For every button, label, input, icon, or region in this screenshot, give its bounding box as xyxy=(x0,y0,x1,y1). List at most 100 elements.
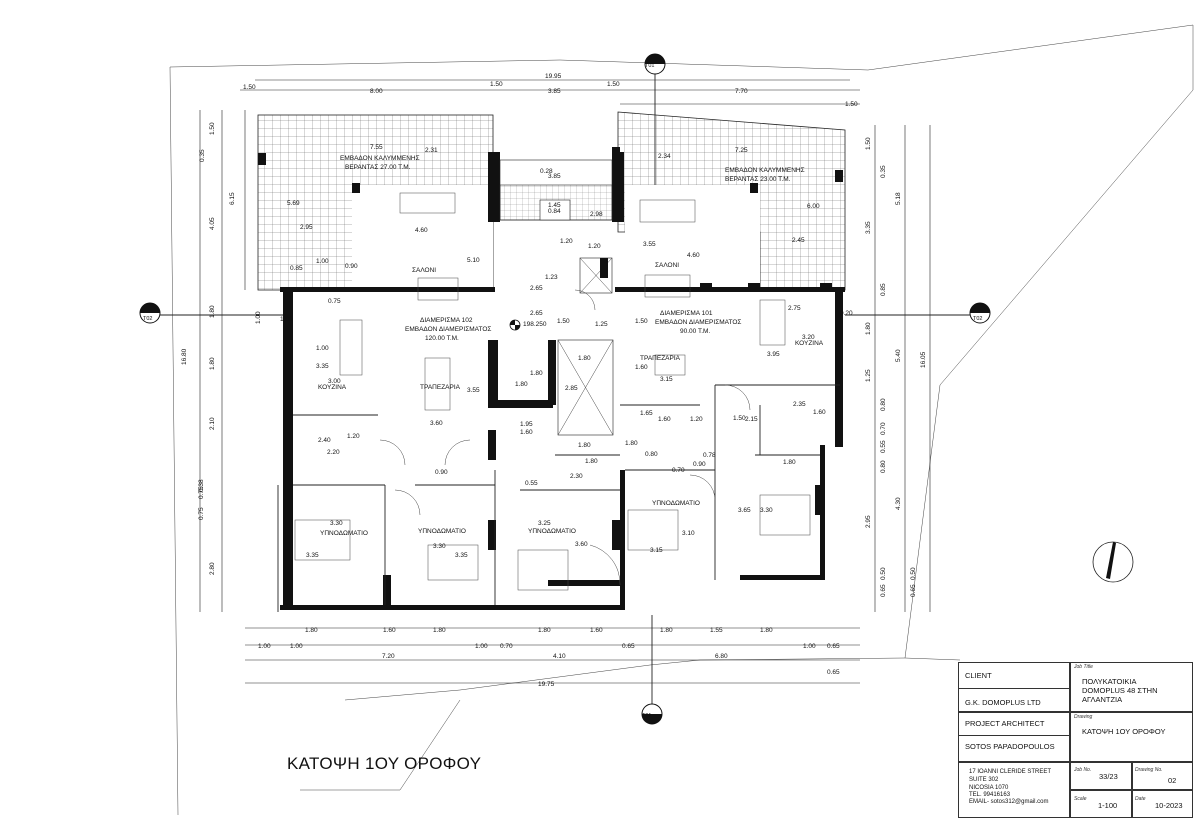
tb-address-1: 17 IOANNI CLERIDE STREET xyxy=(969,769,1052,775)
dim-top-1: 8.00 xyxy=(370,88,383,95)
dim-int: 3.30 xyxy=(433,543,446,550)
dim-int: 3.55 xyxy=(643,241,656,248)
dim-top-total: 19.95 xyxy=(545,73,562,80)
dim-right: 1.50 xyxy=(865,137,872,150)
dim-int: 1.00 xyxy=(316,345,329,352)
dim-bottom: 0.65 xyxy=(827,643,840,650)
section-marker-right: T02 xyxy=(845,302,991,324)
dim-top-5: 7.70 xyxy=(735,88,748,95)
dim-bottom: 1.00 xyxy=(803,643,816,650)
tb-drawing-label: Drawing xyxy=(1074,714,1093,720)
dim-int: 2.35 xyxy=(793,401,806,408)
dim-int: 2.30 xyxy=(570,473,583,480)
dim-right: 0.85 xyxy=(880,283,887,296)
dim-bottom: 6.80 xyxy=(715,653,728,660)
dim-int: 1.80 xyxy=(585,458,598,465)
label-veranda-left-area: ΒΕΡΑΝΤΑΣ 27.00 Τ.Μ. xyxy=(345,164,411,171)
dim-int: 3.60 xyxy=(430,420,443,427)
dim-int: 3.95 xyxy=(767,351,780,358)
dim-int: 1.50 xyxy=(557,318,570,325)
top-dimensions: 19.95 1.50 8.00 1.50 3.85 1.50 7.70 1.50 xyxy=(240,73,860,108)
dim-int: 2.85 xyxy=(565,385,578,392)
dim-int: 1.00 xyxy=(316,258,329,265)
section-label-left: T02 xyxy=(143,316,152,322)
dim-right: 3.35 xyxy=(865,221,872,234)
dim-int: 2.75 xyxy=(788,305,801,312)
dim-left: 2.10 xyxy=(209,417,216,430)
section-marker-bottom: T01 xyxy=(641,615,663,725)
tb-drawingno-cell xyxy=(1132,762,1193,790)
dim-right: 5.18 xyxy=(895,192,902,205)
dim-int: 2.34 xyxy=(658,153,671,160)
tb-address-2: SUITE 302 xyxy=(969,777,999,783)
dim-int: 1.65 xyxy=(640,410,653,417)
label-apt101: ΔΙΑΜΕΡΙΣΜΑ 101 xyxy=(660,310,713,317)
section-label-top: T01 xyxy=(645,63,654,69)
dim-bottom: 1.80 xyxy=(660,627,673,634)
dim-left: 0.75 xyxy=(198,507,205,520)
label-apt102-sqm: 120.00 Τ.Μ. xyxy=(425,335,459,342)
dim-bottom: 1.00 xyxy=(258,643,271,650)
dim-left: 1.80 xyxy=(209,357,216,370)
dim-left: 1.80 xyxy=(209,305,216,318)
dim-int: 3.15 xyxy=(650,547,663,554)
dim-int: 3.65 xyxy=(738,507,751,514)
dim-bottom: 0.65 xyxy=(622,643,635,650)
dim-right: 4.30 xyxy=(895,497,902,510)
dim-int: 4.60 xyxy=(415,227,428,234)
tb-jobno-cell xyxy=(1070,762,1132,790)
dim-int: 1.20 xyxy=(347,433,360,440)
tb-drawing-value: ΚΑΤΟΨΗ 1ΟΥ ΟΡΟΦΟΥ xyxy=(1082,727,1166,736)
dim-int: 0.78 xyxy=(703,452,716,459)
dim-int: 3.00 xyxy=(328,378,341,385)
dim-int: 3.35 xyxy=(316,363,329,370)
dim-int: 0.55 xyxy=(525,480,538,487)
dim-right: 5.40 xyxy=(895,349,902,362)
dim-int: 2.20 xyxy=(327,449,340,456)
dim-int: 3.10 xyxy=(682,530,695,537)
bottom-dimensions: 1.80 1.60 1.80 1.80 1.60 1.80 1.55 1.80 … xyxy=(245,627,860,688)
dim-int: 6.00 xyxy=(807,203,820,210)
right-dimensions: 1.50 0.35 3.35 0.85 1.80 1.25 0.80 0.70 … xyxy=(865,125,931,612)
site-boundary xyxy=(169,24,1194,816)
tb-jobtitle-2: DOMOPLUS 48 ΣΤΗΝ xyxy=(1082,686,1158,695)
dim-int: 0.28 xyxy=(540,168,553,175)
dim-int: 3.60 xyxy=(575,541,588,548)
dim-int: 2.45 xyxy=(792,237,805,244)
dim-top-3: 3.85 xyxy=(548,88,561,95)
dim-int: 2.31 xyxy=(425,147,438,154)
tb-drawingno-label: Drawing No. xyxy=(1135,767,1163,773)
tb-jobtitle-cell xyxy=(1070,662,1193,712)
tb-architect-label: PROJECT ARCHITECT xyxy=(965,719,1045,728)
dim-int: 7.25 xyxy=(735,147,748,154)
north-arrow-icon xyxy=(1092,541,1134,583)
section-label-right: T02 xyxy=(973,316,982,322)
dim-int: 7.55 xyxy=(370,144,383,151)
label-apt102-area: ΕΜΒΑΔΟΝ ΔΙΑΜΕΡΙΣΜΑΤΟΣ xyxy=(405,326,491,333)
tb-architect-value: SOTOS PAPADOPOULOS xyxy=(965,742,1055,751)
tb-scale-value: 1-100 xyxy=(1098,801,1118,810)
tb-date-label: Date xyxy=(1135,796,1146,802)
dim-int: 0.80 xyxy=(645,451,658,458)
tb-email: EMAIL- sotos312@gmail.com xyxy=(969,799,1049,805)
dim-int: 5.10 xyxy=(467,257,480,264)
section-marker-left: T02 xyxy=(139,302,285,324)
tb-jobtitle-label: Job Title xyxy=(1074,664,1093,670)
tb-jobtitle-1: ΠΟΛΥΚΑΤΟΙΚΙΑ xyxy=(1082,677,1137,686)
dim-int: 0.70 xyxy=(672,467,685,474)
label-veranda-right-area: ΒΕΡΑΝΤΑΣ 23.00 Τ.Μ. xyxy=(725,176,791,183)
label-bedroom-4: ΥΠΝΟΔΩΜΑΤΙΟ xyxy=(652,500,700,507)
tb-date-value: 10-2023 xyxy=(1155,801,1183,810)
dim-right: 0.65 xyxy=(880,584,887,597)
label-bedroom-3: ΥΠΝΟΔΩΜΑΤΙΟ xyxy=(528,528,576,535)
dim-left: 4.05 xyxy=(209,217,216,230)
dim-top-6: 1.50 xyxy=(845,101,858,108)
dim-int: 2.65 xyxy=(530,285,543,292)
dim-bottom: 1.80 xyxy=(538,627,551,634)
tb-client-cell xyxy=(958,662,1070,712)
tb-row-line xyxy=(958,688,1070,689)
dim-bottom: 0.70 xyxy=(500,643,513,650)
dim-int: 3.15 xyxy=(660,376,673,383)
tb-tel: TEL. 99416163 xyxy=(969,792,1011,798)
